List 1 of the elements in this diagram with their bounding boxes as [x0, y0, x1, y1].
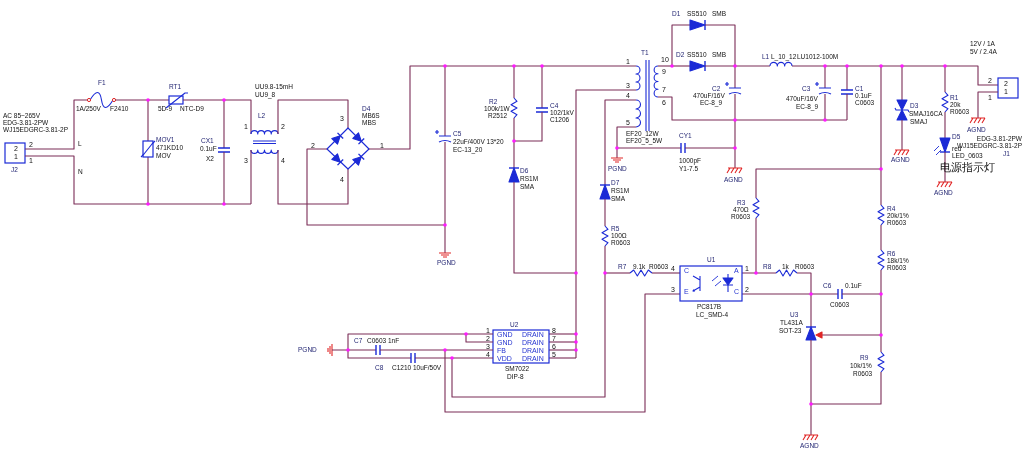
note-text: 电源指示灯: [940, 162, 995, 173]
